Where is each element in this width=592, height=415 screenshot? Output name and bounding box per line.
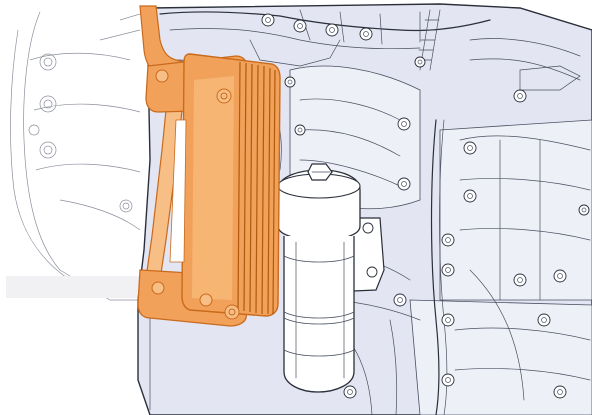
oil-cooler (137, 5, 281, 327)
oil-filter-housing (277, 163, 385, 393)
left-ghost-housing (10, 11, 141, 301)
